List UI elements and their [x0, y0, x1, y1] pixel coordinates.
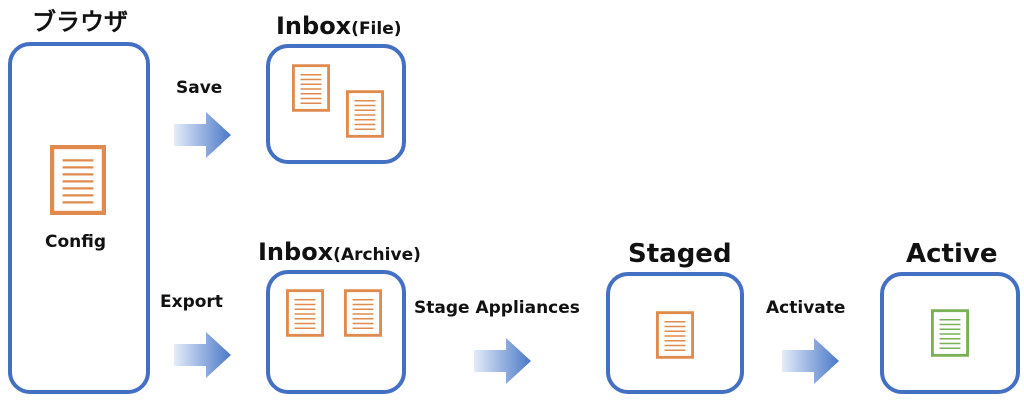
- export-arrow-icon: [174, 330, 232, 380]
- inbox-file-title-sub: (File): [351, 19, 402, 39]
- export-label: Export: [160, 292, 223, 312]
- staged-title: Staged: [628, 239, 732, 269]
- document-icon: [292, 64, 330, 112]
- inbox-archive-title-main: Inbox: [258, 238, 334, 266]
- save-label: Save: [176, 78, 223, 98]
- active-title: Active: [906, 239, 998, 269]
- document-icon: [346, 90, 384, 138]
- activate-label: Activate: [766, 298, 846, 318]
- active-document-icon: [931, 308, 969, 358]
- document-icon: [656, 310, 694, 360]
- document-icon: [286, 288, 324, 338]
- inbox-file-box: [266, 44, 406, 164]
- active-box: [880, 272, 1020, 394]
- stage-appliances-label: Stage Appliances: [414, 298, 580, 318]
- document-icon: [344, 288, 382, 338]
- stage-arrow-icon: [474, 336, 532, 386]
- inbox-archive-box: [266, 270, 406, 394]
- inbox-file-title: Inbox(File): [276, 12, 402, 43]
- staged-box: [606, 272, 744, 394]
- browser-box: Config: [8, 42, 150, 394]
- browser-title: ブラウザ: [32, 8, 128, 36]
- save-arrow-icon: [174, 110, 232, 160]
- inbox-archive-title-sub: (Archive): [333, 245, 421, 265]
- config-document-icon: [50, 144, 106, 216]
- config-label: Config: [45, 232, 107, 252]
- inbox-file-title-main: Inbox: [276, 12, 352, 40]
- inbox-archive-title: Inbox(Archive): [258, 238, 421, 269]
- activate-arrow-icon: [782, 336, 840, 386]
